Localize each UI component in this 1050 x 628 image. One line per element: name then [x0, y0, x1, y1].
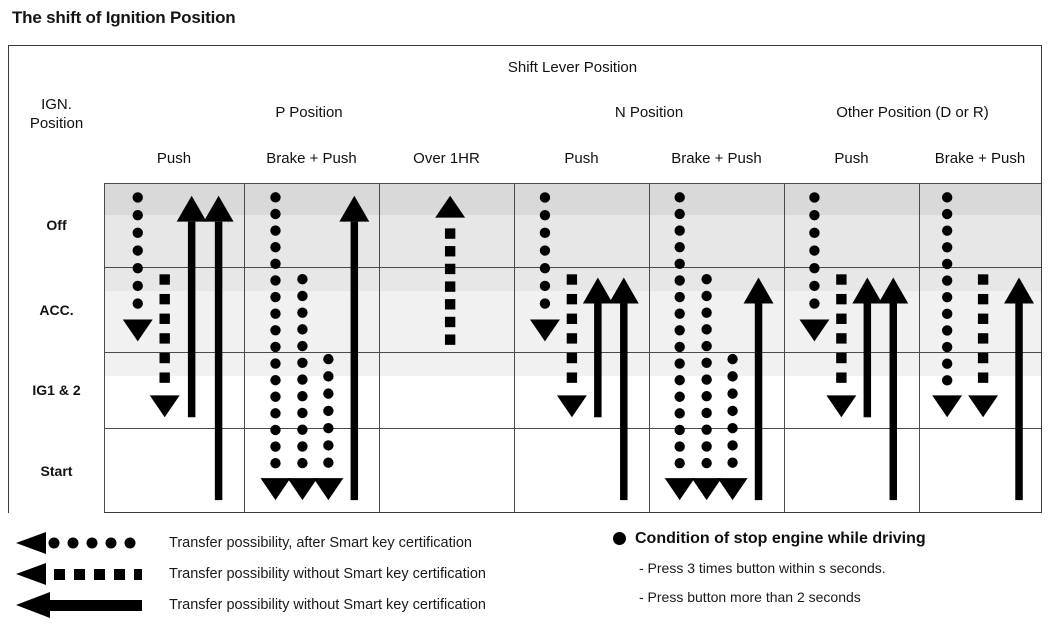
row-label-start-text: Start	[40, 462, 73, 479]
legend-item-dashed-label: Transfer possibility without Smart key c…	[169, 566, 486, 582]
corner-header-line1: IGN.	[41, 95, 72, 113]
header-col-other-brake-push-label: Brake + Push	[934, 150, 1026, 168]
legend-item-dotted-label: Transfer possibility, after Smart key ce…	[169, 535, 472, 551]
legend-solid-arrow-icon	[16, 592, 142, 618]
legend-item-dashed: Transfer possibility without Smart key c…	[12, 561, 486, 587]
header-group-n-position: N Position	[514, 91, 784, 136]
legend-note-line-2: - Press button more than 2 seconds	[639, 589, 861, 605]
row-label-ig1-2: IG1 & 2	[9, 352, 104, 428]
grid-vline-c5	[784, 91, 785, 512]
corner-header-ign-position: IGN. Position	[9, 46, 104, 183]
header-group-p-position-label: P Position	[275, 104, 343, 122]
grid-vline-c2	[379, 136, 380, 512]
header-group-p-position: P Position	[104, 91, 514, 136]
bullet-icon	[613, 532, 626, 546]
header-col-p-over-1hr: Over 1HR	[379, 136, 514, 183]
grid-hline-off-acc	[9, 267, 1041, 268]
page-title: The shift of Ignition Position	[12, 8, 236, 27]
legend-dotted-arrow-icon	[16, 532, 136, 554]
grid-vline-c4	[649, 136, 650, 512]
corner-header-line2: Position	[29, 114, 84, 132]
header-col-other-brake-push: Brake + Push	[919, 136, 1041, 183]
header-shift-lever-position-label: Shift Lever Position	[507, 59, 638, 77]
row-label-off: Off	[9, 183, 104, 267]
header-shift-lever-position: Shift Lever Position	[104, 46, 1041, 91]
row-label-off-text: Off	[46, 217, 67, 233]
header-col-n-push-label: Push	[564, 150, 599, 168]
header-group-n-position-label: N Position	[614, 104, 684, 122]
row-label-start: Start	[9, 428, 104, 513]
legend-note-line-1: - Press 3 times button within s seconds.	[639, 560, 886, 576]
ignition-shift-matrix: IGN. Position Shift Lever Position P Pos…	[8, 45, 1042, 513]
legend-item-dotted: Transfer possibility, after Smart key ce…	[12, 530, 472, 556]
grid-vline-rowlabel	[104, 46, 105, 512]
header-col-p-push: Push	[104, 136, 244, 183]
header-group-other-position-label: Other Position (D or R)	[836, 104, 989, 122]
grid-hline-header-body	[9, 183, 1041, 184]
grid-vline-c1	[244, 136, 245, 512]
legend-note-heading-row: Condition of stop engine while driving	[613, 530, 926, 548]
row-label-acc: ACC.	[9, 267, 104, 352]
header-col-p-push-label: Push	[156, 150, 192, 168]
row-label-ig1-2-text: IG1 & 2	[32, 382, 81, 398]
grid-vline-c6	[919, 136, 920, 512]
grid-hline-ig-start	[9, 428, 1041, 429]
header-col-n-brake-push-label: Brake + Push	[671, 150, 762, 168]
legend-note: Condition of stop engine while driving -…	[613, 530, 926, 605]
legend-dashed-arrow-icon	[16, 563, 142, 585]
row-label-acc-text: ACC.	[39, 301, 74, 318]
header-col-p-brake-push: Brake + Push	[244, 136, 379, 183]
legend-item-solid: Transfer possibility without Smart key c…	[12, 592, 486, 618]
header-col-p-over-1hr-label: Over 1HR	[413, 150, 480, 168]
header-col-n-push: Push	[514, 136, 649, 183]
legend-item-solid-label: Transfer possibility without Smart key c…	[169, 597, 486, 613]
header-group-other-position: Other Position (D or R)	[784, 91, 1041, 136]
header-col-p-brake-push-label: Brake + Push	[266, 150, 357, 168]
grid-hline-acc-ig	[9, 352, 1041, 353]
header-col-n-brake-push: Brake + Push	[649, 136, 784, 183]
header-col-other-push: Push	[784, 136, 919, 183]
header-col-other-push-label: Push	[834, 150, 869, 168]
grid-vline-c3	[514, 91, 515, 512]
legend: Transfer possibility, after Smart key ce…	[0, 516, 1050, 628]
legend-note-heading: Condition of stop engine while driving	[635, 530, 926, 547]
